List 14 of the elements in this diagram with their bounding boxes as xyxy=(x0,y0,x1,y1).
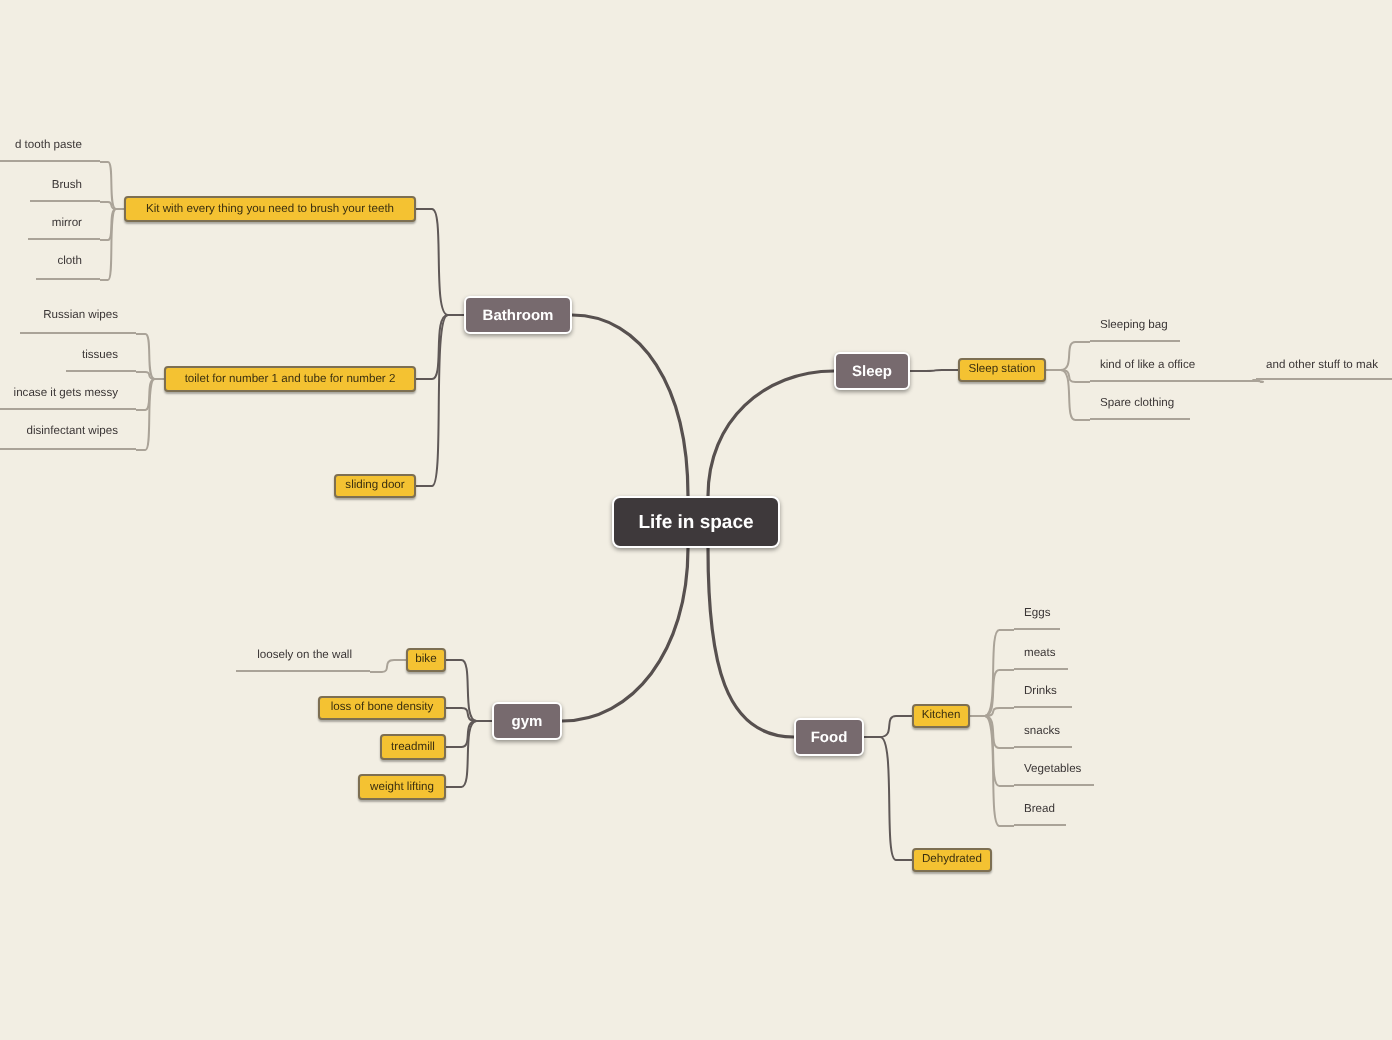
branch-line xyxy=(571,313,690,497)
branch-line xyxy=(445,720,493,788)
branch-line xyxy=(135,378,165,451)
branch-line xyxy=(99,208,125,281)
branch-line xyxy=(969,715,1015,827)
branch-line xyxy=(706,369,835,497)
central-topic: Life in space xyxy=(612,496,780,548)
branch-line xyxy=(1045,369,1091,421)
branch-line xyxy=(909,369,959,372)
branch-line xyxy=(561,547,690,723)
branch-line xyxy=(369,659,407,673)
branch-line xyxy=(863,736,913,861)
branch-line xyxy=(706,547,795,739)
branch-line xyxy=(1251,379,1265,383)
